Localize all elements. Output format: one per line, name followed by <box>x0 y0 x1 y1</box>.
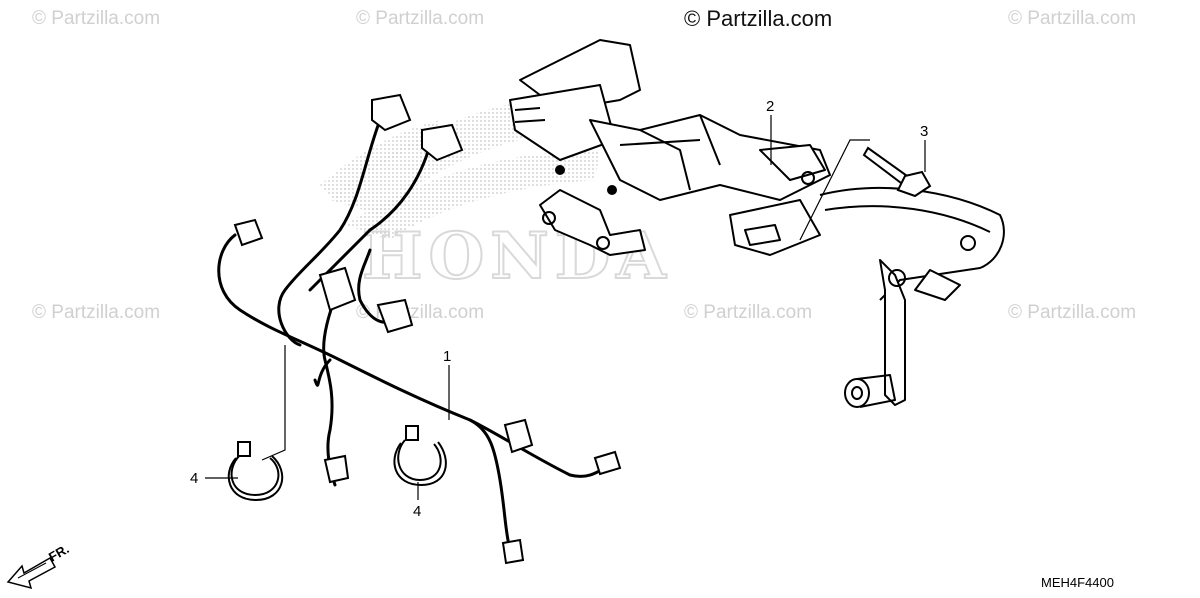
harness-connectors <box>233 93 622 565</box>
bolt <box>862 146 932 198</box>
watermark: © Partzilla.com <box>1008 8 1137 29</box>
frame-bracket <box>509 39 1005 408</box>
watermark: © Partzilla.com <box>32 8 161 29</box>
leader-lines <box>205 115 926 500</box>
harness-clamp <box>227 441 284 502</box>
harness-clamp <box>393 425 447 487</box>
watermark: © Partzilla.com <box>356 8 485 29</box>
honda-brand-text: HONDA <box>362 219 672 294</box>
honda-wing-logo: HONDA <box>320 94 672 295</box>
watermark-main: © Partzilla.com <box>684 6 833 31</box>
callout-4: 4 <box>413 503 421 520</box>
callout-1: 1 <box>443 348 451 365</box>
diagram-code: MEH4F4400 <box>1041 575 1114 590</box>
watermark: © Partzilla.com <box>684 302 813 323</box>
watermark: © Partzilla.com <box>1008 302 1137 323</box>
callout-4: 4 <box>190 470 198 487</box>
watermark: © Partzilla.com <box>32 302 161 323</box>
callout-3: 3 <box>920 123 928 140</box>
callout-2: 2 <box>766 98 774 115</box>
front-direction-arrow-icon: FR. <box>6 541 72 590</box>
